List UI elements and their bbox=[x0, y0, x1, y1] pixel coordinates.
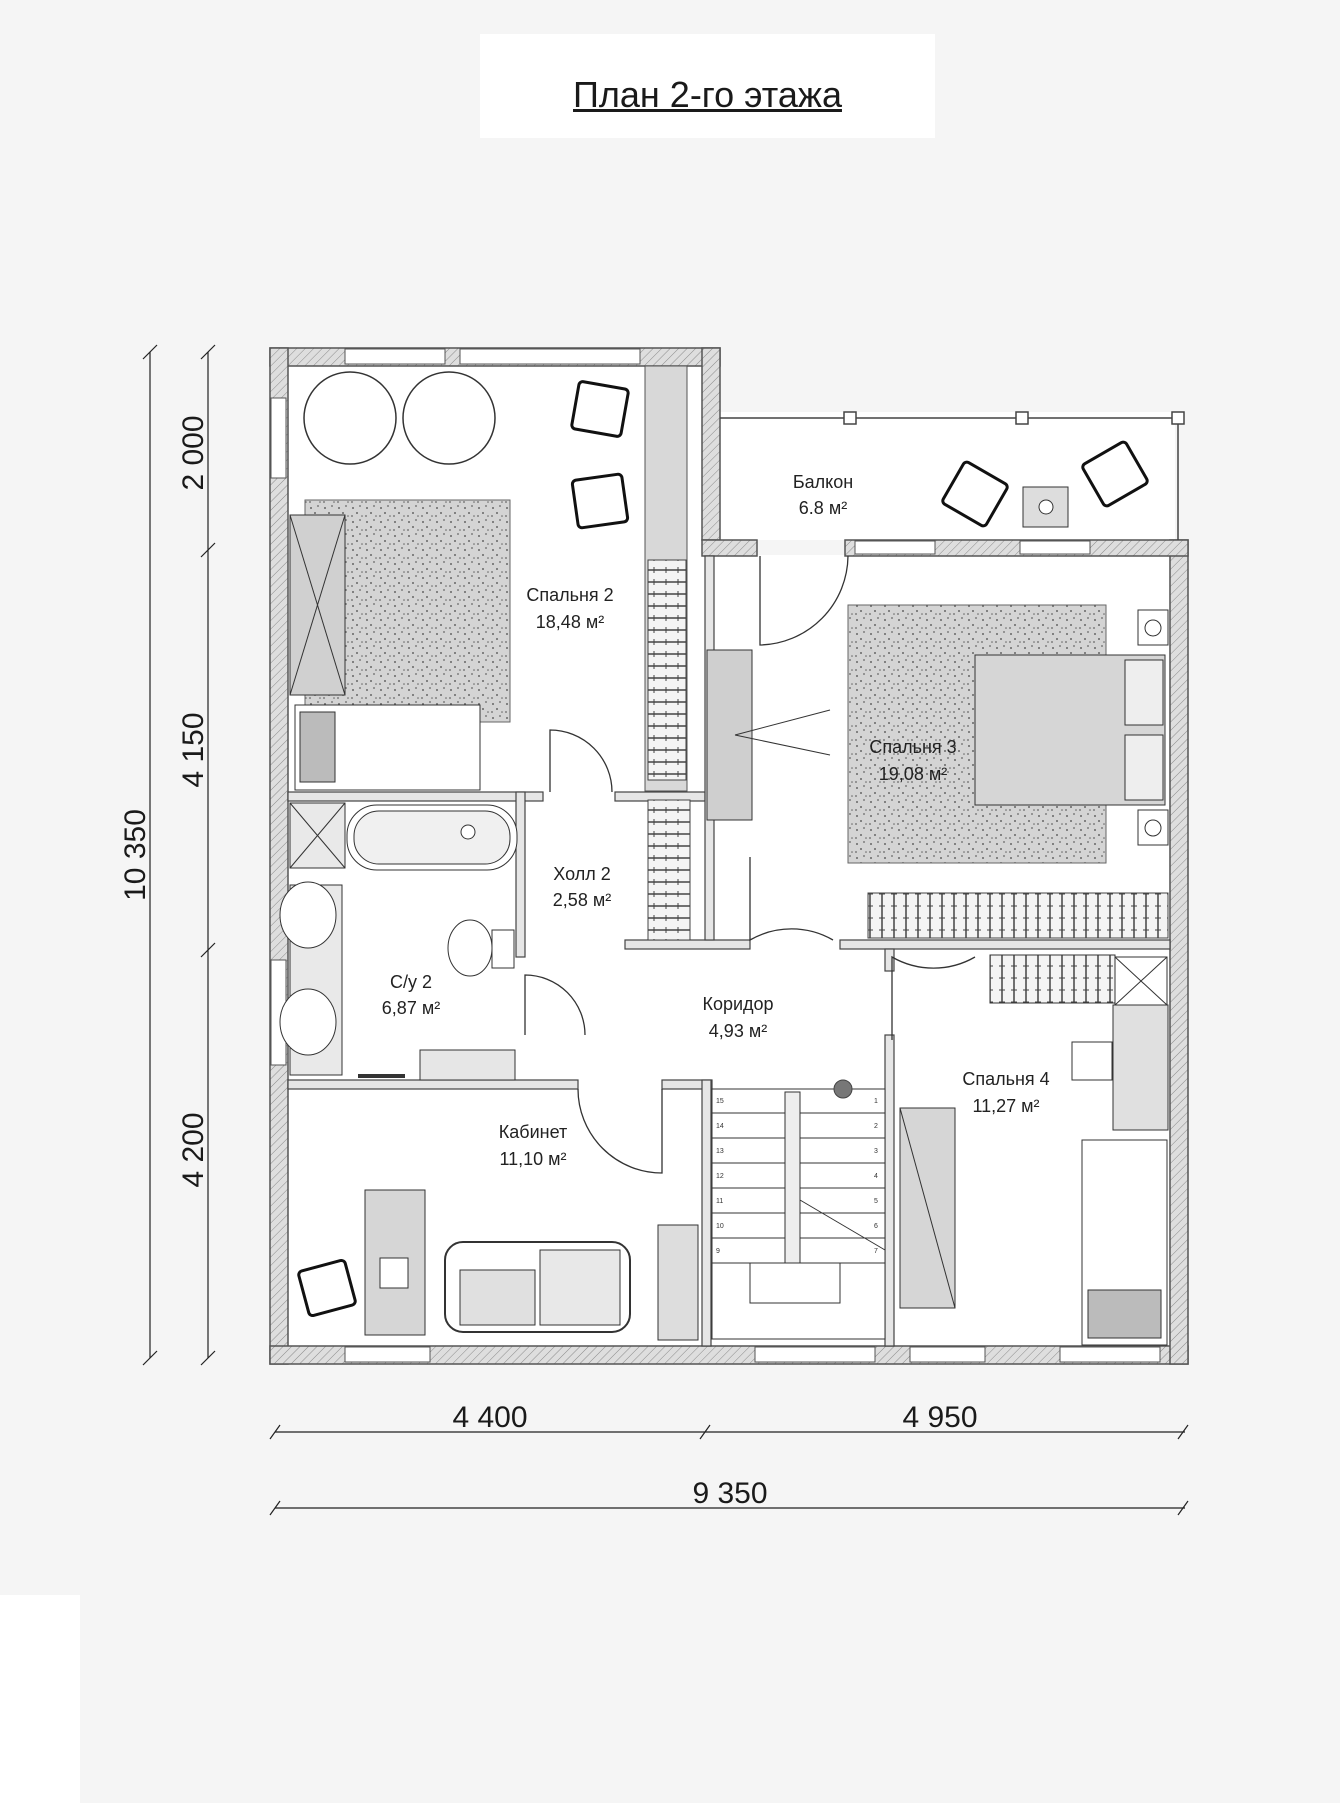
door-bedroom2 bbox=[549, 729, 613, 793]
chair-2 bbox=[570, 472, 630, 530]
label-bedroom3-name: Спальня 3 bbox=[869, 737, 956, 757]
tv-unit bbox=[706, 649, 753, 821]
corner-white-area bbox=[0, 1595, 80, 1803]
bedroom2-furniture bbox=[289, 365, 688, 792]
label-bedroom3-area: 19,08 м² bbox=[879, 764, 947, 784]
label-balcony-area: 6.8 м² bbox=[799, 498, 847, 518]
dim-bottom-left: 4 400 bbox=[452, 1401, 527, 1434]
balcony-chair-2 bbox=[1081, 440, 1149, 508]
svg-text:15: 15 bbox=[716, 1098, 724, 1105]
staircase bbox=[711, 1079, 886, 1340]
dim-bottom-right: 4 950 bbox=[902, 1401, 977, 1434]
wall-balcony-left bbox=[701, 539, 758, 557]
balcony-chair-1 bbox=[941, 460, 1009, 528]
svg-text:10: 10 bbox=[716, 1223, 724, 1230]
label-bath2-name: С/у 2 bbox=[390, 972, 432, 992]
svg-text:9: 9 bbox=[716, 1248, 720, 1255]
door-bath bbox=[524, 974, 586, 1036]
shelf bbox=[1112, 1004, 1169, 1131]
label-corridor-name: Коридор bbox=[702, 994, 773, 1014]
svg-text:5: 5 bbox=[874, 1198, 878, 1205]
windows bbox=[270, 348, 1161, 1363]
label-hall2-area: 2,58 м² bbox=[553, 890, 611, 910]
title-box: План 2-го этажа bbox=[480, 34, 935, 138]
svg-text:11: 11 bbox=[716, 1198, 723, 1205]
stair-numbers: 15 14 13 12 11 10 9 1 2 3 4 5 6 7 bbox=[716, 1098, 878, 1255]
stool bbox=[1071, 1041, 1113, 1081]
svg-text:14: 14 bbox=[716, 1123, 724, 1130]
dimension-labels: 4 400 4 950 9 350 2 000 4 150 4 200 10 3… bbox=[119, 415, 978, 1510]
svg-text:4: 4 bbox=[874, 1173, 878, 1180]
wall-stairs-bed4 bbox=[884, 1034, 895, 1347]
wall-hall-corridor bbox=[624, 939, 751, 950]
bedroom4-furniture bbox=[899, 954, 1169, 1346]
toilet bbox=[447, 919, 493, 977]
balcony-table bbox=[1022, 486, 1069, 528]
svg-text:3: 3 bbox=[874, 1148, 878, 1155]
interior-walls bbox=[287, 555, 1171, 1347]
label-hall2-name: Холл 2 bbox=[553, 864, 610, 884]
wardrobe-bedroom2 bbox=[647, 559, 687, 781]
bathroom-fixtures bbox=[279, 802, 518, 1081]
label-office-area: 11,10 м² bbox=[499, 1149, 566, 1169]
svg-text:7: 7 bbox=[874, 1248, 878, 1255]
round-chair-1 bbox=[303, 371, 397, 465]
label-bedroom2-area: 18,48 м² bbox=[536, 612, 604, 632]
doors bbox=[524, 555, 976, 1174]
wall-right bbox=[1169, 539, 1189, 1365]
wall-office-stairs bbox=[701, 1079, 712, 1347]
wall-bed3-bed4 bbox=[839, 939, 1171, 950]
dim-bottom-total: 9 350 bbox=[692, 1477, 767, 1510]
door-office bbox=[577, 1088, 663, 1174]
sink-1 bbox=[279, 881, 337, 949]
office-furniture bbox=[364, 1189, 699, 1341]
wall-bedroom2-bath bbox=[287, 791, 544, 802]
dim-left-middle: 4 150 bbox=[177, 712, 210, 787]
wall-bath-office bbox=[287, 1079, 579, 1090]
svg-text:1: 1 bbox=[874, 1098, 878, 1105]
armchairs bbox=[297, 380, 1149, 1318]
sink-2 bbox=[279, 988, 337, 1056]
round-chair-2 bbox=[402, 371, 496, 465]
dim-left-bottom: 4 200 bbox=[177, 1112, 210, 1187]
door-bedroom4 bbox=[891, 955, 976, 1040]
label-bedroom4-area: 11,27 м² bbox=[972, 1096, 1039, 1116]
wardrobe-bedroom4 bbox=[989, 954, 1116, 1004]
svg-text:12: 12 bbox=[716, 1173, 724, 1180]
wall-left bbox=[269, 347, 289, 1365]
bookshelf bbox=[657, 1224, 699, 1341]
label-bedroom2-name: Спальня 2 bbox=[526, 585, 613, 605]
svg-text:2: 2 bbox=[874, 1123, 878, 1130]
label-bedroom4-name: Спальня 4 bbox=[962, 1069, 1049, 1089]
plan-title: План 2-го этажа bbox=[573, 74, 842, 115]
svg-text:6: 6 bbox=[874, 1223, 878, 1230]
dimension-lines bbox=[142, 344, 1189, 1516]
hall-wardrobe bbox=[647, 799, 691, 941]
label-corridor-area: 4,93 м² bbox=[709, 1021, 767, 1041]
label-office-name: Кабинет bbox=[499, 1122, 567, 1142]
balcony-railing bbox=[720, 411, 1185, 540]
label-bath2-area: 6,87 м² bbox=[382, 998, 440, 1018]
dim-left-total: 10 350 bbox=[119, 809, 152, 901]
wall-center-top bbox=[701, 347, 721, 541]
chair-1 bbox=[570, 380, 630, 438]
bedroom3-furniture bbox=[706, 604, 1169, 939]
door-bedroom3 bbox=[749, 857, 834, 942]
room-labels: Спальня 2 18,48 м² Балкон 6.8 м² Спальня… bbox=[382, 472, 1050, 1169]
shower-tray bbox=[419, 1049, 516, 1081]
door-balcony bbox=[759, 555, 849, 646]
svg-text:13: 13 bbox=[716, 1148, 724, 1155]
office-chair bbox=[297, 1258, 357, 1318]
wardrobe-bedroom3 bbox=[867, 892, 1169, 939]
label-balcony-name: Балкон bbox=[793, 472, 853, 492]
dim-left-top: 2 000 bbox=[177, 415, 210, 490]
wall-bath-hall bbox=[515, 791, 526, 958]
